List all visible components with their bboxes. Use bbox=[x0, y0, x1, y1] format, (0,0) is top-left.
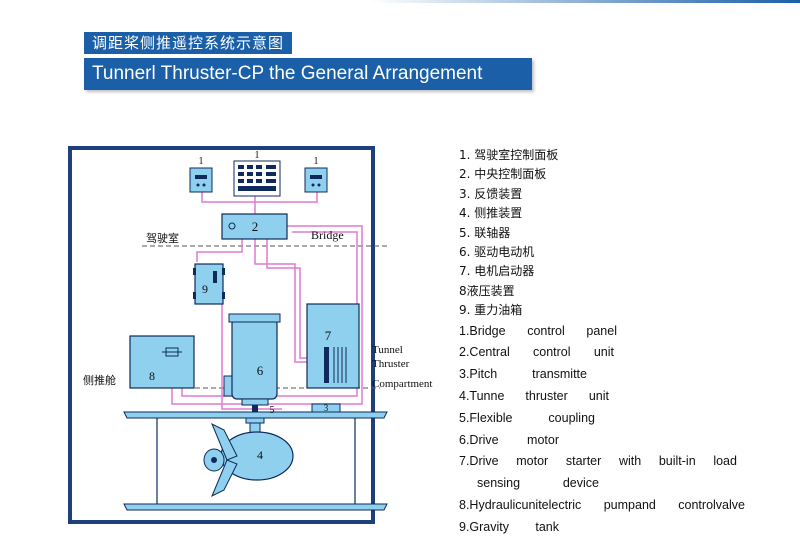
legend-en-item: 8.Hydraulicunitelectric pumpand controlval… bbox=[459, 495, 745, 517]
label-num-1a: 1 bbox=[199, 156, 204, 167]
legend-word: 7.Drive bbox=[459, 454, 499, 469]
legend-word: transmitte bbox=[532, 367, 587, 382]
legend-word: with bbox=[618, 454, 642, 469]
label-num-7: 7 bbox=[325, 328, 332, 343]
label-num-1b: 1 bbox=[255, 150, 260, 161]
thruster-arrangement-diagram: 1 1 1 2 3 4 5 6 7 8 9 驾驶室 Bridge 侧推舱 Tun… bbox=[68, 146, 433, 524]
legend-word: 3.Pitch bbox=[459, 367, 498, 382]
legend-word: pumpand bbox=[603, 497, 656, 512]
legend-cn-item: 9. 重力油箱 bbox=[459, 303, 523, 318]
legend-word: starter bbox=[565, 454, 602, 469]
deck-lower-en-3: Compartment bbox=[372, 378, 433, 390]
legend-word: tank bbox=[535, 519, 559, 534]
legend-word: 2.Central bbox=[459, 345, 510, 360]
label-num-6: 6 bbox=[257, 363, 264, 378]
legend-cn-item: 6. 驱动电动机 bbox=[459, 244, 535, 259]
legend-word: motor bbox=[516, 454, 549, 469]
propeller-icon bbox=[211, 422, 238, 498]
bridge-panel-left bbox=[189, 167, 213, 193]
legend-word: 1.Bridge bbox=[459, 323, 506, 338]
deck-upper-cn: 驾驶室 bbox=[146, 231, 179, 245]
legend-word: unit bbox=[593, 345, 614, 360]
legend-word: 6.Drive bbox=[459, 432, 499, 447]
legend-word: sensing bbox=[477, 476, 521, 491]
legend-en-item: 9.Gravity tank bbox=[459, 517, 559, 539]
legend-cn-item: 1. 驾驶室控制面板 bbox=[459, 148, 559, 162]
legend-cn-item: 7. 电机启动器 bbox=[459, 264, 535, 279]
legend-en-item: 1.Bridge control panel bbox=[459, 321, 617, 343]
deck-lower-cn: 侧推舱 bbox=[83, 373, 116, 387]
label-num-3: 3 bbox=[324, 403, 329, 413]
legend-en-item-continued: sensing device bbox=[459, 473, 794, 495]
label-num-8: 8 bbox=[149, 369, 155, 383]
legend-en-item: 3.Pitch transmitte bbox=[459, 364, 587, 386]
motor-starter bbox=[306, 303, 360, 389]
legend-word: 9.Gravity bbox=[459, 519, 510, 534]
legend-word: thruster bbox=[525, 388, 568, 403]
deck-lower-en-2: Thruster bbox=[372, 358, 410, 370]
legend-word: motor bbox=[527, 432, 559, 447]
legend-en-item: 6.Drive motor bbox=[459, 430, 559, 452]
legend-word: panel bbox=[586, 323, 617, 338]
legend-cn-item: 5. 联轴器 bbox=[459, 225, 511, 240]
legend-word: control bbox=[533, 345, 571, 360]
legend-word: load bbox=[713, 454, 737, 469]
hull-platform bbox=[123, 411, 388, 419]
legend-cn-item: 8液压装置 bbox=[459, 283, 515, 298]
hull-bottom bbox=[123, 503, 388, 511]
legend-word: 4.Tunne bbox=[459, 388, 505, 403]
legend-word: 8.Hydraulicunitelectric bbox=[459, 497, 582, 512]
label-num-9: 9 bbox=[202, 282, 208, 296]
legend-en-item: 7.Drive motor starter with built-in load bbox=[459, 451, 737, 473]
panel-display-icon bbox=[195, 175, 207, 179]
label-num-1c: 1 bbox=[314, 156, 319, 167]
deck-upper-en: Bridge bbox=[311, 228, 344, 242]
legend-word: unit bbox=[588, 388, 609, 403]
legend-en-item: 5.Flexible coupling bbox=[459, 408, 595, 430]
title-en-banner: Tunnerl Thruster-CP the General Arrangem… bbox=[84, 58, 532, 90]
label-num-5: 5 bbox=[270, 405, 275, 416]
legend-word: device bbox=[562, 476, 599, 491]
panel-display-icon bbox=[310, 175, 322, 179]
top-accent-line bbox=[370, 0, 800, 3]
legend-word: control bbox=[527, 323, 565, 338]
legend-word: 5.Flexible bbox=[459, 410, 513, 425]
central-control-unit bbox=[221, 213, 288, 240]
legend-word: built-in bbox=[658, 454, 696, 469]
hydraulic-unit bbox=[129, 335, 195, 389]
label-num-2: 2 bbox=[252, 219, 259, 234]
legend-word: coupling bbox=[548, 410, 595, 425]
deck-lower-en-1: Tunnel bbox=[372, 344, 403, 356]
legend-en-item: 2.Central control unit bbox=[459, 342, 614, 364]
legend-en-item: 4.Tunne thruster unit bbox=[459, 386, 609, 408]
title-cn-banner: 调距桨侧推遥控系统示意图 bbox=[84, 32, 293, 54]
component-legend: 1. 驾驶室控制面板 2. 中央控制面板 3. 反馈装置 4. 侧推装置 5. … bbox=[459, 146, 794, 538]
bridge-panel-right bbox=[304, 167, 328, 193]
legend-cn-item: 4. 侧推装置 bbox=[459, 206, 523, 221]
gravity-tank bbox=[194, 263, 224, 305]
drive-motor bbox=[231, 318, 278, 400]
label-num-4: 4 bbox=[257, 448, 263, 462]
legend-word: controlvalve bbox=[678, 497, 745, 512]
legend-cn-item: 3. 反馈装置 bbox=[459, 186, 523, 201]
legend-cn-item: 2. 中央控制面板 bbox=[459, 167, 547, 182]
flexible-coupling bbox=[252, 405, 258, 417]
